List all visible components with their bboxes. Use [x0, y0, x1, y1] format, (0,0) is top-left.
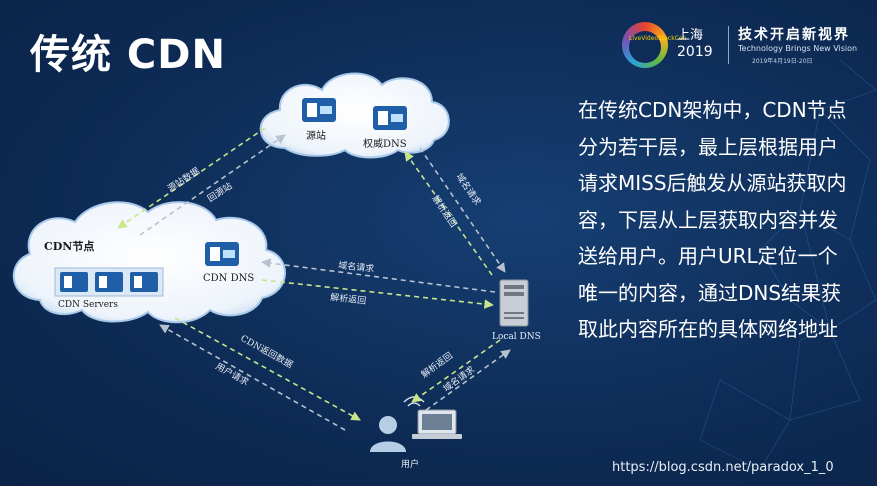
user-label: 用户: [401, 458, 419, 470]
edge-back-to-origin: 回源站: [205, 180, 234, 205]
watermark-url: https://blog.csdn.net/paradox_1_0: [612, 460, 834, 475]
auth-dns-label: 权威DNS: [363, 137, 407, 150]
cdn-servers-icon: [55, 268, 163, 296]
cdn-servers-label: CDN Servers: [58, 300, 118, 310]
edge-resolve-return-2: 解析返回: [330, 291, 367, 307]
arrow-domain-request-1: [420, 148, 505, 272]
edge-user-request: 用户请求: [214, 360, 251, 388]
edge-resolve-return-3: 解析返回: [419, 350, 455, 381]
laptop-icon: [412, 410, 462, 439]
description-paragraph: 在传统CDN架构中，CDN节点分为若干层，最上层根据用户请求MISS后触发从源站…: [578, 92, 853, 348]
user-icon: [370, 416, 406, 452]
cdn-dns-label: CDN DNS: [203, 273, 254, 284]
cdn-dns-server-icon: [205, 242, 239, 266]
origin-label: 源站: [306, 129, 326, 142]
cdn-node-cloud: [14, 202, 285, 322]
edge-resolve-return-1: 解析返回: [430, 193, 460, 230]
cdn-node-label: CDN节点: [44, 239, 94, 253]
edge-cdn-return-data: CDN返回数据: [239, 332, 296, 371]
origin-cloud: [261, 74, 449, 158]
edge-origin-data: 源站数据: [165, 165, 202, 195]
auth-dns-server-icon: [373, 106, 407, 130]
wifi-icon: [404, 397, 424, 406]
local-dns-server-icon: [500, 280, 528, 326]
edge-domain-request-1: 域名请求: [454, 171, 484, 208]
origin-server-icon: [302, 98, 336, 122]
arrow-resolve-return-2: [262, 280, 493, 305]
arrow-domain-request-2: [262, 262, 495, 292]
arrow-cdn-return-data: [175, 318, 360, 420]
